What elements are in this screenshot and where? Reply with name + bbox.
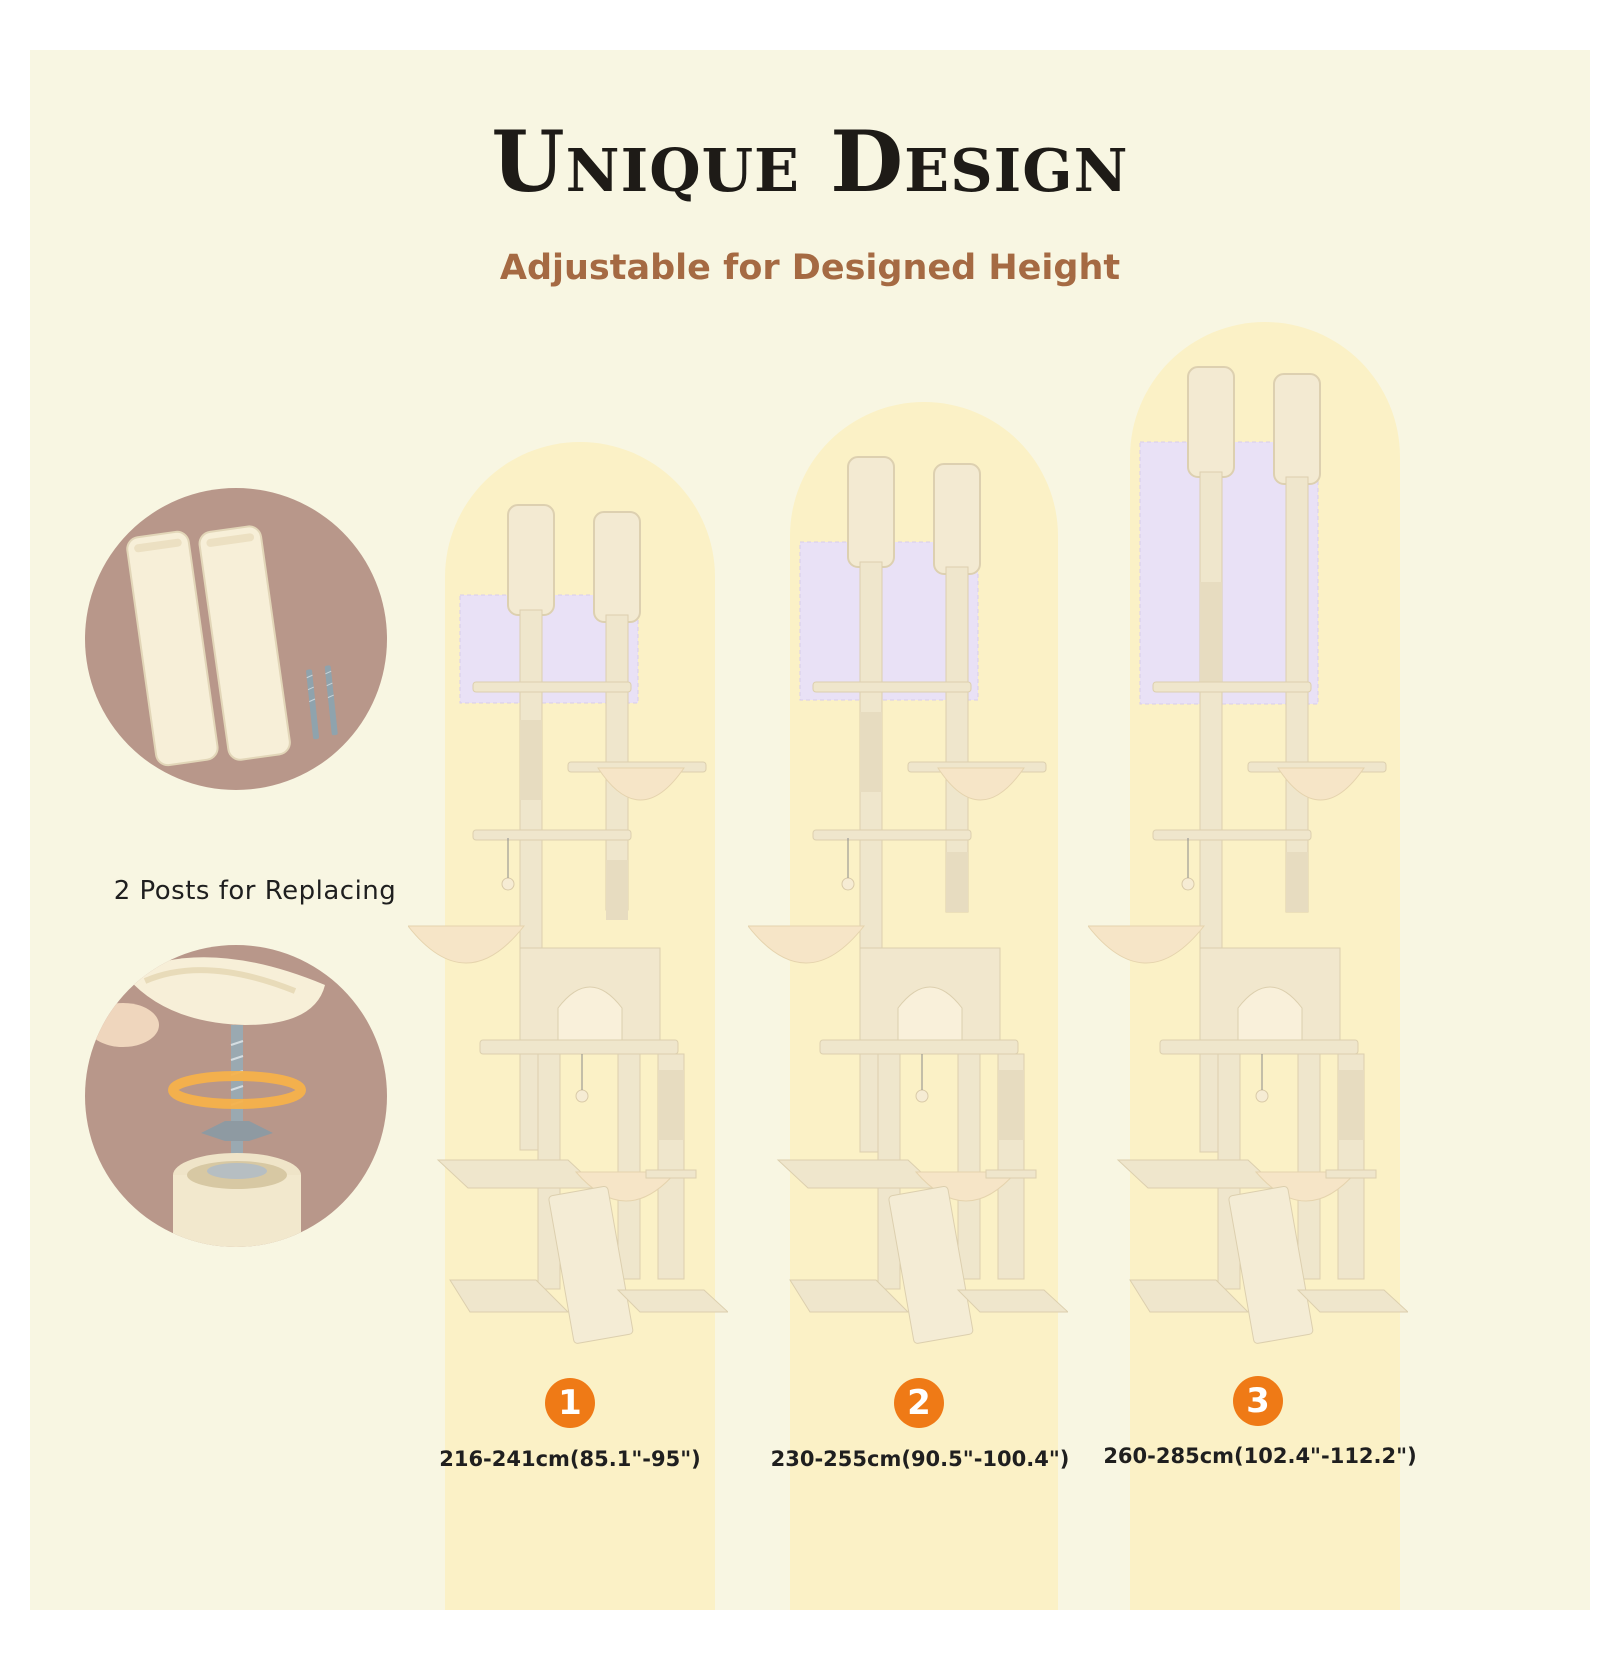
option-1-badge: 1 bbox=[545, 1378, 595, 1428]
option-2-size: 230-255cm(90.5"-100.4") bbox=[770, 1447, 1070, 1471]
page-subtitle: Adjustable for Designed Height bbox=[499, 248, 1121, 288]
cat-tree-3 bbox=[1088, 366, 1408, 1344]
page-title: Unique Design bbox=[491, 112, 1129, 211]
replacement-caption: 2 Posts for Replacing bbox=[113, 876, 397, 906]
option-3-badge: 3 bbox=[1233, 1376, 1283, 1426]
wing-nut-screw-icon bbox=[87, 957, 325, 1247]
cat-tree-2 bbox=[748, 456, 1068, 1344]
screw-install-image bbox=[85, 945, 387, 1247]
replacement-posts-image bbox=[85, 488, 387, 790]
option-1-size: 216-241cm(85.1"-95") bbox=[439, 1447, 701, 1471]
option-2-badge: 2 bbox=[894, 1378, 944, 1428]
option-3-size: 260-285cm(102.4"-112.2") bbox=[1103, 1444, 1417, 1468]
replacement-posts-icon bbox=[126, 525, 338, 767]
cat-tree-1 bbox=[408, 504, 728, 1344]
product-panel: Unique Design Adjustable for Designed He… bbox=[30, 50, 1590, 1610]
